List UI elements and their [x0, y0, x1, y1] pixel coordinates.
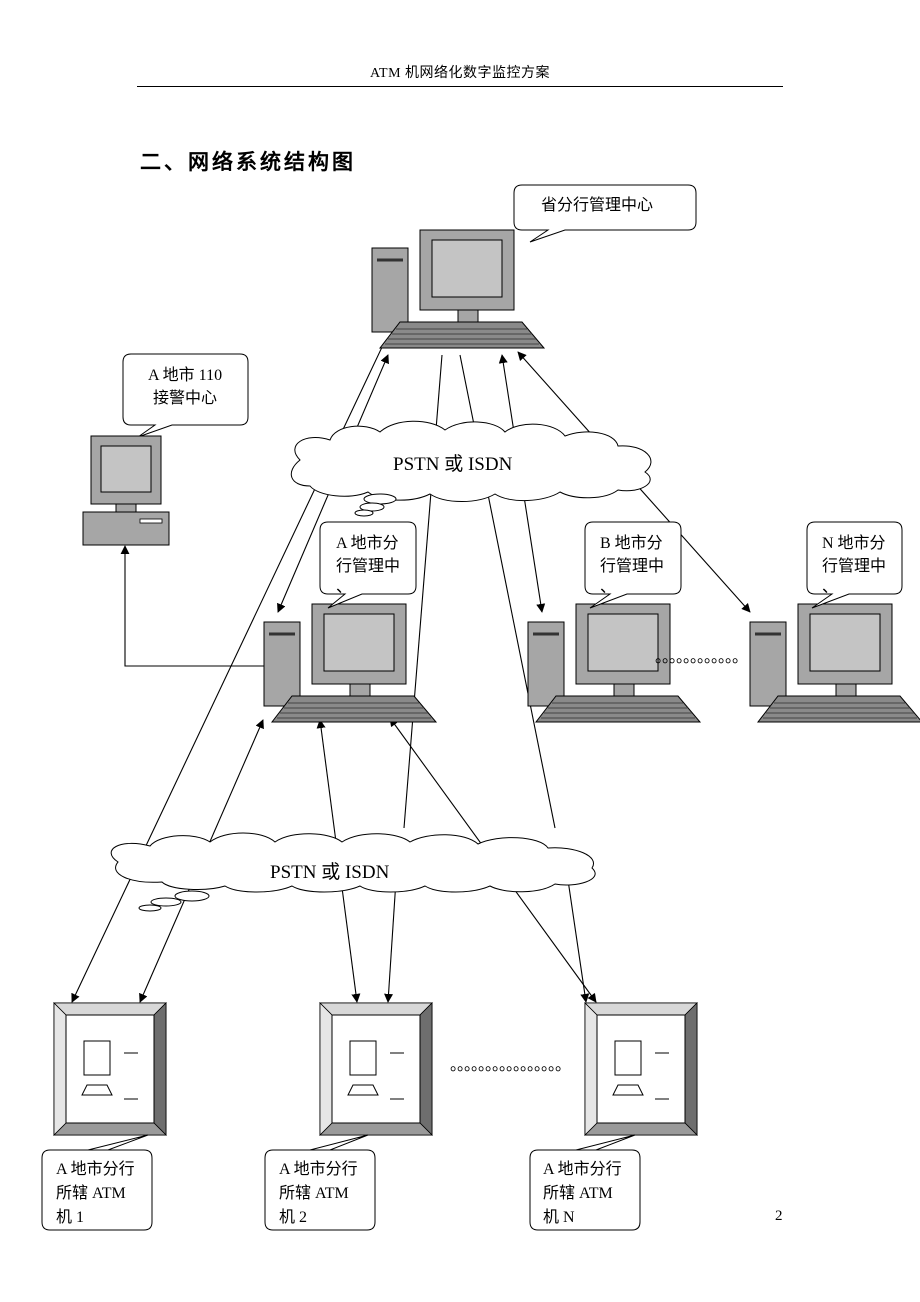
branch-b-node: B 地市分 行管理中 、: [526, 521, 702, 724]
atm-n-label-line-3: 机 N: [543, 1208, 575, 1226]
branch-a-label-line-2: 行管理中: [336, 557, 400, 575]
police-callout: [122, 353, 249, 438]
police-center-node: A 地市 110 接警中心: [82, 353, 249, 546]
branch-a-callout: [319, 521, 417, 609]
branch-n-node: N 地市分 行管理中 、: [748, 521, 920, 724]
branch-n-label-line-2: 行管理中: [822, 557, 886, 575]
atm-2-label-line-3: 机 2: [279, 1208, 307, 1226]
link-lower-atmn: [567, 879, 590, 1003]
branch-a-node: A 地市分 行管理中 、: [262, 521, 438, 724]
police-computer-icon: [82, 435, 170, 546]
atm-n-icon: [584, 1002, 698, 1136]
page-number: 2: [775, 1208, 783, 1224]
branch-n-computer-icon: [748, 602, 920, 724]
link-lower-atm2: [384, 879, 397, 1003]
network-cloud-upper: PSTN 或 ISDN: [290, 420, 652, 517]
atm-n-node: A 地市分行 所辖 ATM 机 N: [529, 1002, 698, 1231]
police-label-line-2: 接警中心: [153, 389, 217, 407]
branch-b-label-line-2: 行管理中: [600, 557, 664, 575]
branch-n-callout: [806, 521, 903, 609]
branch-b-callout: [584, 521, 682, 609]
atm-2-icon: [319, 1002, 433, 1136]
atm-2-node: A 地市分行 所辖 ATM 机 2: [264, 1002, 433, 1231]
atm-n-label-line-1: A 地市分行: [543, 1160, 622, 1178]
atm-2-label-line-2: 所辖 ATM: [279, 1184, 349, 1202]
upper-cloud-label: PSTN 或 ISDN: [393, 453, 513, 475]
branch-b-label-line-1: B 地市分: [600, 534, 663, 552]
page-header: ATM 机网络化数字监控方案: [369, 66, 551, 81]
atm-1-label-line-1: A 地市分行: [56, 1160, 135, 1178]
atm-n-callout: [529, 1134, 641, 1231]
atm-1-callout: [41, 1134, 153, 1231]
link-branch-a-police: [120, 545, 264, 667]
branch-a-label-line-1: A 地市分: [336, 534, 399, 552]
branch-n-label-line-3: 、: [822, 579, 838, 596]
atm-1-icon: [53, 1002, 167, 1136]
network-cloud-lower: PSTN 或 ISDN: [110, 832, 596, 912]
atm-ellipsis: 。。。。。。。。。。。。。。。。: [450, 1057, 570, 1074]
atm-n-label-line-2: 所辖 ATM: [543, 1184, 613, 1202]
branch-n-label-line-1: N 地市分: [822, 534, 886, 552]
province-center-node: 省分行管理中心: [370, 184, 697, 350]
header-rule: [137, 86, 783, 87]
atm-1-label-line-3: 机 1: [56, 1208, 84, 1226]
province-center-label: 省分行管理中心: [541, 196, 653, 214]
atm-2-label-line-1: A 地市分行: [279, 1160, 358, 1178]
branch-b-label-line-3: 、: [600, 579, 616, 596]
branch-a-computer-icon: [262, 602, 438, 724]
section-title: 二、网络系统结构图: [140, 150, 356, 174]
province-callout: [513, 184, 697, 243]
atm-1-label-line-2: 所辖 ATM: [56, 1184, 126, 1202]
atm-1-node: A 地市分行 所辖 ATM 机 1: [41, 1002, 167, 1231]
police-label-line-1: A 地市 110: [148, 366, 222, 384]
branch-a-label-line-3: 、: [336, 579, 352, 596]
branch-ellipsis: 。。。。。。。。。。。。: [655, 649, 747, 666]
atm-2-callout: [264, 1134, 376, 1231]
lower-cloud-label: PSTN 或 ISDN: [270, 861, 390, 883]
province-computer-icon: [370, 228, 546, 350]
